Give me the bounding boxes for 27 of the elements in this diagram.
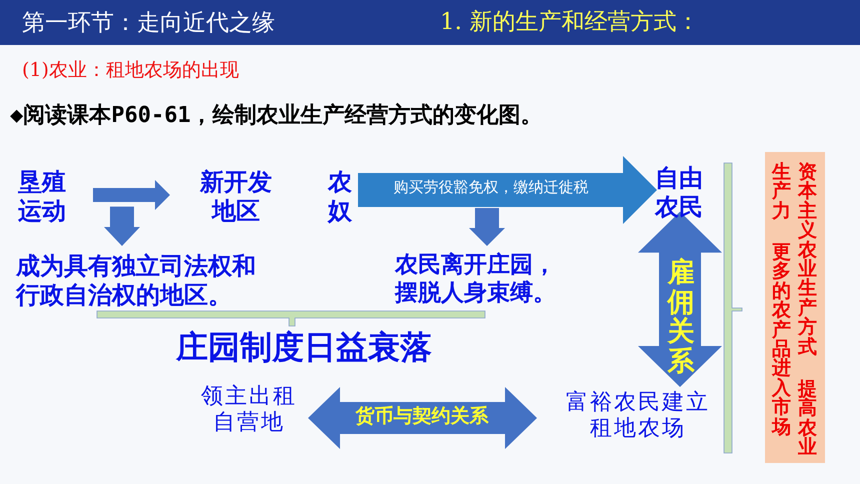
concept-label: 领主出租自营地 — [198, 384, 300, 437]
concept-label: 农民离开庄园，摆脱人身束缚。 — [395, 252, 560, 308]
edge-label: 雇佣关系 — [666, 258, 696, 377]
block-arrow — [104, 206, 140, 246]
concept-label: 农奴 — [326, 168, 354, 226]
edge-label: 购买劳役豁免权，缴纳迁徙税 — [392, 179, 590, 196]
edge-label: 货币与契约关系 — [354, 406, 490, 427]
subheading: (1)农业：租地农场的出现 — [22, 58, 239, 83]
concept-label: 富裕农民建立租地农场 — [562, 390, 714, 443]
block-arrow — [308, 387, 537, 449]
conclusion-text: 生产力 — [772, 163, 792, 222]
instruction-text: ◆阅读课本P60-61，绘制农业生产经营方式的变化图。 — [10, 102, 543, 130]
block-arrow — [638, 212, 722, 387]
block-arrow — [358, 156, 657, 224]
title: 第一环节：走向近代之缘 — [22, 9, 275, 38]
conclusion-text: 资本主义农业生产方式 — [798, 163, 818, 358]
section-heading: 1. 新的生产和经营方式： — [440, 8, 700, 37]
concept-label: 成为具有独立司法权和行政自治权的地区。 — [16, 252, 268, 310]
concept-label: 垦殖运动 — [16, 168, 68, 226]
concept-label: 庄园制度日益衰落 — [176, 328, 446, 366]
conclusion-text: 提高农业 — [798, 380, 818, 458]
concept-label: 自由农民 — [653, 164, 705, 222]
concept-label: 新开发地区 — [197, 168, 275, 226]
conclusion-text: 更多的农产品进入市场 — [772, 243, 792, 438]
conclusion-box — [765, 152, 825, 463]
block-arrow — [469, 208, 505, 246]
block-arrow — [93, 180, 170, 210]
